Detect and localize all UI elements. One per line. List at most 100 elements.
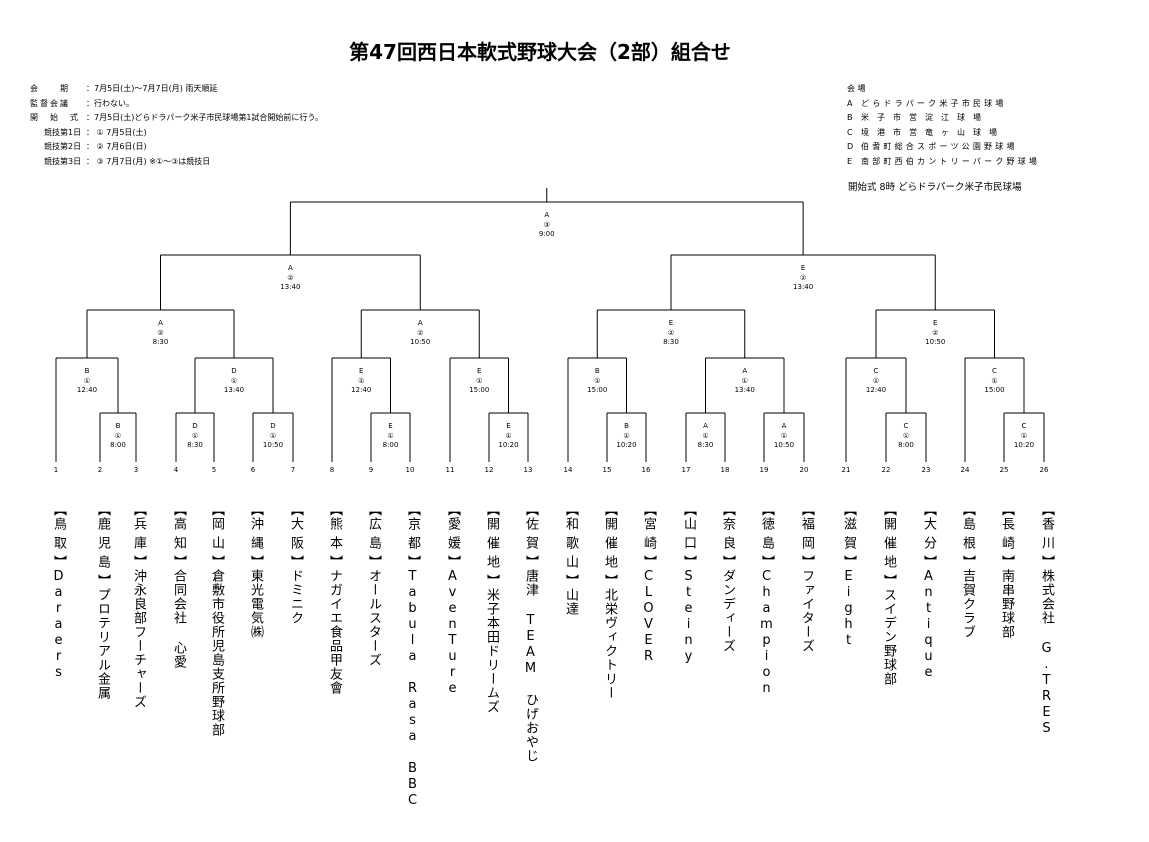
team-prefecture: 岡山 — [209, 517, 224, 555]
team-name: オールスターズ — [366, 569, 381, 667]
team-number: 14 — [563, 466, 573, 474]
match-time: 12:40 — [76, 386, 98, 394]
team-prefecture: 高知 — [171, 517, 186, 555]
team-entry: 【奈良】ダンディーズ — [716, 503, 735, 653]
match-venue: E — [388, 422, 393, 430]
match-day: ① — [902, 431, 910, 440]
prefecture-bracket: 【 — [921, 503, 936, 517]
team-number: 25 — [999, 466, 1009, 474]
team-entry: 【愛媛】AvenTure — [441, 503, 460, 697]
prefecture-bracket: 【 — [248, 503, 263, 517]
prefecture-bracket: 【 — [641, 503, 656, 517]
venue-heading: 会 場 — [847, 84, 866, 93]
team-entry: 【福岡】ファイターズ — [795, 503, 814, 653]
team-prefecture: 大分 — [921, 517, 936, 555]
team-name: 唐津 TEAM ひげおやじ — [523, 569, 538, 763]
team-entry: 【兵庫】沖永良部フーチャーズ — [127, 503, 146, 709]
match-day: ① — [1020, 431, 1028, 440]
team-prefecture: 開催地 — [484, 517, 499, 574]
team-name: Champion — [759, 569, 774, 697]
match-day: ② — [667, 328, 675, 337]
team-number: 18 — [720, 466, 730, 474]
team-number: 3 — [133, 466, 139, 474]
info-key: 競技第3日 — [44, 156, 82, 166]
team-name: 南串野球部 — [999, 569, 1014, 639]
match-time: 13:40 — [223, 386, 245, 394]
team-prefecture: 沖縄 — [248, 517, 263, 555]
match-venue: B — [594, 367, 600, 375]
team-entry: 【京都】Tabula Rasa BBC — [401, 503, 420, 809]
team-prefecture: 開催地 — [881, 517, 896, 574]
match-time: 15:00 — [469, 386, 490, 394]
team-number: 11 — [445, 466, 455, 474]
prefecture-bracket: 】 — [841, 555, 856, 569]
team-number: 1 — [53, 466, 59, 474]
prefecture-bracket: 【 — [999, 503, 1014, 517]
prefecture-bracket: 】 — [799, 555, 814, 569]
prefecture-bracket: 【 — [563, 503, 578, 517]
match-venue: C — [873, 367, 879, 375]
prefecture-bracket: 【 — [523, 503, 538, 517]
venue-letter: C — [847, 127, 853, 137]
match-venue: D — [270, 422, 276, 430]
team-prefecture: 香川 — [1039, 517, 1054, 555]
team-number: 2 — [97, 466, 103, 474]
venue-letter: A — [847, 98, 853, 108]
match-venue: A — [417, 319, 423, 327]
team-number: 8 — [329, 466, 335, 474]
match-venue: E — [800, 264, 806, 272]
team-name: AvenTure — [445, 569, 460, 697]
prefecture-bracket: 【 — [1039, 503, 1054, 517]
venue-letter: D — [847, 142, 854, 151]
team-prefecture: 奈良 — [720, 517, 735, 555]
match-time: 13:40 — [280, 283, 301, 291]
prefecture-bracket: 【 — [405, 503, 420, 517]
match-day: ② — [799, 273, 807, 282]
team-prefecture: 開催地 — [602, 517, 617, 574]
team-name: 吉賀クラブ — [960, 569, 975, 639]
match-venue: A — [703, 422, 708, 430]
team-entry: 【長崎】南串野球部 — [995, 503, 1014, 639]
match-day: ① — [269, 431, 277, 440]
match-time: 10:20 — [1013, 441, 1035, 449]
team-prefecture: 大阪 — [288, 517, 303, 555]
team-number: 16 — [641, 466, 651, 474]
match-day: ① — [476, 376, 483, 385]
match-time: 8:00 — [110, 441, 126, 449]
match-day: ① — [358, 376, 365, 385]
prefecture-bracket: 】 — [209, 555, 224, 569]
team-prefecture: 滋賀 — [841, 517, 856, 555]
team-name: 沖永良部フーチャーズ — [131, 569, 146, 709]
prefecture-bracket: 【 — [841, 503, 856, 517]
prefecture-bracket: 】 — [523, 555, 538, 569]
team-name: ファイターズ — [799, 569, 814, 653]
prefecture-bracket: 】 — [171, 555, 186, 569]
prefecture-bracket: 【 — [759, 503, 774, 517]
info-row: 競技第2日： ② 7月6日(日) — [30, 140, 323, 155]
prefecture-bracket: 【 — [209, 503, 224, 517]
prefecture-bracket: 【 — [681, 503, 696, 517]
match-day: ② — [417, 328, 424, 337]
team-name: Antique — [921, 569, 936, 681]
match-time: 10:20 — [616, 441, 637, 449]
match-day: ③ — [543, 220, 550, 229]
team-number: 10 — [405, 466, 415, 474]
venue-letter: B — [847, 113, 853, 122]
prefecture-bracket: 【 — [960, 503, 975, 517]
team-prefecture: 愛媛 — [445, 517, 460, 555]
match-venue: E — [933, 319, 938, 327]
